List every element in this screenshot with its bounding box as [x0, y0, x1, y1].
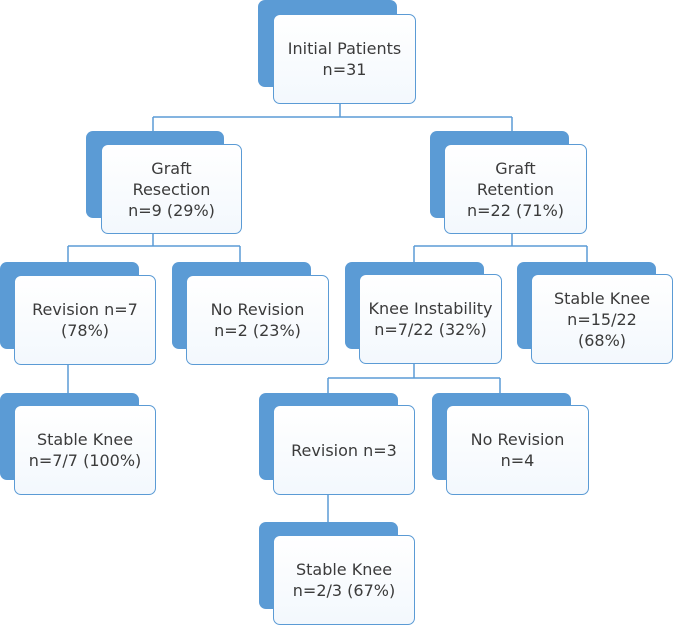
- node-graft-retention: Graft Retention n=22 (71%): [430, 131, 587, 234]
- node-label: Stable Knee n=15/22 (68%): [553, 288, 651, 350]
- node-label: Stable Knee n=2/3 (67%): [292, 560, 396, 600]
- node-instability-no-revision: No Revision n=4: [432, 393, 589, 495]
- node-initial-patients: Initial Patients n=31: [258, 0, 416, 104]
- node-resection-stable-knee: Stable Knee n=7/7 (100%): [0, 393, 156, 495]
- node-label: No Revision n=2 (23%): [210, 300, 305, 340]
- node-resection-no-revision: No Revision n=2 (23%): [172, 262, 329, 365]
- node-label: No Revision n=4: [470, 430, 565, 470]
- node-label: Stable Knee n=7/7 (100%): [28, 430, 142, 470]
- node-retention-stable-knee: Stable Knee n=15/22 (68%): [517, 262, 673, 364]
- node-knee-instability: Knee Instability n=7/22 (32%): [345, 262, 502, 364]
- node-resection-revision: Revision n=7 (78%): [0, 262, 156, 365]
- node-label: Graft Retention n=22 (71%): [466, 158, 565, 220]
- node-instability-revision: Revision n=3: [259, 393, 415, 495]
- node-instability-stable-knee: Stable Knee n=2/3 (67%): [259, 522, 415, 625]
- node-label: Graft Resection n=9 (29%): [128, 158, 215, 220]
- node-graft-resection: Graft Resection n=9 (29%): [86, 131, 242, 234]
- node-label: Revision n=3: [291, 440, 397, 460]
- node-label: Initial Patients n=31: [287, 39, 402, 79]
- node-label: Knee Instability n=7/22 (32%): [368, 299, 493, 339]
- node-label: Revision n=7 (78%): [32, 300, 138, 340]
